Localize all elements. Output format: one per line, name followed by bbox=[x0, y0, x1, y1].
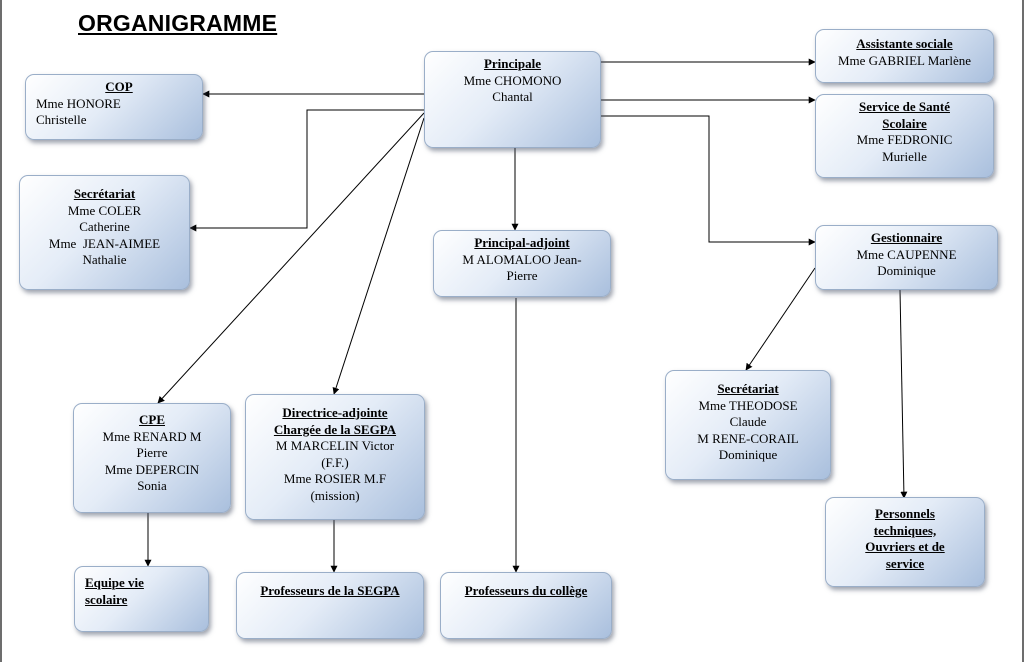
box-principale-title: Principale bbox=[483, 56, 542, 71]
connector-principale-cpe bbox=[157, 112, 425, 404]
box-professeurs-college: Professeurs du collège bbox=[440, 572, 612, 639]
box-directrice-title: Directrice-adjointe bbox=[282, 405, 388, 420]
box-secretariat-left-line-1: Mme COLER bbox=[67, 202, 142, 218]
box-sante-title: Service de Santé bbox=[859, 99, 950, 114]
box-assistante-title: Assistante sociale bbox=[856, 36, 953, 51]
box-sante-title-2: Scolaire bbox=[882, 115, 927, 131]
box-gestionnaire-title: Gestionnaire bbox=[870, 230, 943, 245]
box-cpe-line-1: Mme RENARD M bbox=[102, 428, 202, 444]
box-directrice-title-2: Chargée de la SEGPA bbox=[273, 421, 397, 437]
box-cop-name: Mme HONORE bbox=[36, 95, 121, 111]
box-secretariat-right-line-4: Dominique bbox=[718, 447, 778, 462]
box-personnels-title-4: service bbox=[885, 555, 925, 571]
box-personnels-title-3: Ouvriers et de bbox=[865, 539, 945, 554]
box-principale-name: Mme CHOMONO bbox=[463, 72, 562, 88]
box-cpe-title: CPE bbox=[139, 412, 165, 427]
box-cpe-line-4: Sonia bbox=[137, 478, 167, 493]
connector-principale-gestionnaire bbox=[601, 115, 816, 246]
page-frame-right bbox=[1022, 0, 1024, 662]
page-frame-left bbox=[0, 0, 2, 662]
box-adjoint-line-2: Pierre bbox=[506, 268, 538, 283]
box-service-sante: Service de Santé Scolaire Mme FEDRONIC M… bbox=[815, 94, 994, 178]
box-directrice-line-3: Mme ROSIER M.F bbox=[283, 471, 387, 486]
box-secretariat-right-line-1: Mme THEODOSE bbox=[698, 397, 798, 413]
connector-principale-secretariat bbox=[189, 109, 424, 232]
box-equipe-title-2: scolaire bbox=[85, 591, 128, 607]
box-cpe: CPE Mme RENARD M Pierre Mme DEPERCIN Son… bbox=[73, 403, 231, 513]
box-adjoint-title: Principal-adjoint bbox=[474, 235, 570, 250]
box-secretariat-left-title: Secrétariat bbox=[73, 186, 136, 201]
connector-gestionnaire-secretariat bbox=[745, 267, 816, 371]
box-cop-title: COP bbox=[105, 79, 133, 94]
box-personnels-title-2: techniques, bbox=[873, 522, 937, 538]
box-secretariat-right-line-2: Claude bbox=[729, 414, 767, 429]
box-sante-name: Mme FEDRONIC bbox=[856, 132, 953, 147]
box-directrice-line-2: (F.F.) bbox=[321, 454, 349, 470]
box-cop: COP Mme HONORE Christelle bbox=[25, 74, 203, 140]
box-prof-college-title: Professeurs du collège bbox=[464, 583, 588, 598]
box-secretariat-right-line-3: M RENE-CORAIL bbox=[697, 430, 799, 446]
box-personnels-title-1: Personnels bbox=[875, 506, 935, 521]
box-cpe-line-2: Pierre bbox=[136, 445, 168, 460]
box-gestionnaire: Gestionnaire Mme CAUPENNE Dominique bbox=[815, 225, 998, 290]
connector-gestionnaire-personnels bbox=[899, 289, 908, 499]
box-secretariat-left: Secrétariat Mme COLER Catherine Mme JEAN… bbox=[19, 175, 190, 290]
connector-principale-directrice bbox=[332, 117, 425, 395]
box-secretariat-left-line-3: Mme JEAN-AIMEE bbox=[48, 235, 161, 251]
box-secretariat-right-title: Secrétariat bbox=[717, 381, 779, 396]
box-assistante-sociale: Assistante sociale Mme GABRIEL Marlène bbox=[815, 29, 994, 83]
box-directrice-line-1: M MARCELIN Victor bbox=[275, 438, 395, 453]
box-cpe-line-3: Mme DEPERCIN bbox=[104, 461, 200, 477]
box-principale: Principale Mme CHOMONO Chantal bbox=[424, 51, 601, 148]
box-directrice-adjointe: Directrice-adjointe Chargée de la SEGPA … bbox=[245, 394, 425, 520]
box-principal-adjoint: Principal-adjoint M ALOMALOO Jean- Pierr… bbox=[433, 230, 611, 297]
box-personnels-techniques: Personnels techniques, Ouvriers et de se… bbox=[825, 497, 985, 587]
box-prof-segpa-title: Professeurs de la SEGPA bbox=[260, 583, 400, 598]
box-assistante-name: Mme GABRIEL Marlène bbox=[837, 52, 972, 68]
box-professeurs-segpa: Professeurs de la SEGPA bbox=[236, 572, 424, 639]
page-title: ORGANIGRAMME bbox=[78, 10, 278, 36]
box-gestionnaire-firstname: Dominique bbox=[877, 263, 936, 278]
box-equipe-vie-scolaire: Equipe vie scolaire bbox=[74, 566, 209, 632]
box-equipe-title: Equipe vie bbox=[85, 575, 144, 590]
box-sante-firstname: Murielle bbox=[882, 148, 927, 164]
box-secretariat-right: Secrétariat Mme THEODOSE Claude M RENE-C… bbox=[665, 370, 831, 480]
box-secretariat-left-line-2: Catherine bbox=[79, 219, 130, 234]
box-cop-firstname: Christelle bbox=[36, 112, 87, 127]
box-directrice-line-4: (mission) bbox=[310, 487, 360, 503]
box-adjoint-line-1: M ALOMALOO Jean- bbox=[462, 251, 582, 267]
box-gestionnaire-name: Mme CAUPENNE bbox=[856, 246, 957, 262]
box-secretariat-left-line-4: Nathalie bbox=[82, 252, 127, 267]
box-principale-firstname: Chantal bbox=[492, 89, 533, 104]
